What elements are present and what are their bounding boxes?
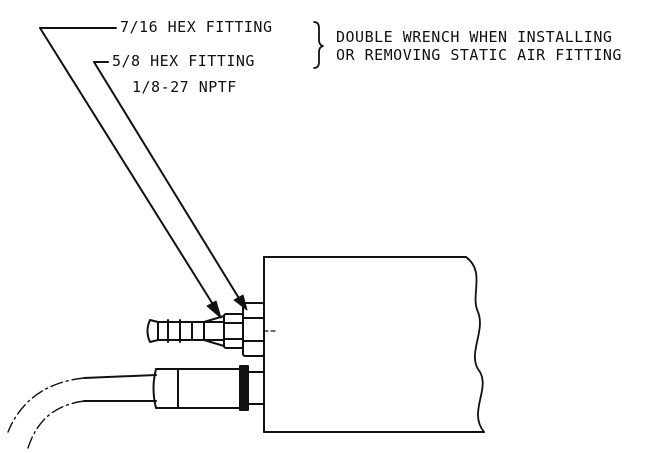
- hose-sleeve-collar: [239, 365, 249, 411]
- leader-7-16-diagonal: [39, 27, 215, 307]
- arrowhead-7-16: [206, 300, 222, 319]
- nipple-barbs: [146, 319, 205, 343]
- hose-nipple: [146, 315, 225, 347]
- nipple-cone: [203, 315, 225, 347]
- bracket: [313, 21, 324, 69]
- leader-lines: [39, 27, 241, 307]
- label-5-8-hex-fitting: 5/8 HEX FITTING: [112, 52, 255, 70]
- static-hose: [83, 365, 265, 411]
- phantom-hose-inner: [27, 400, 85, 449]
- hex-fitting-7-16: [223, 313, 244, 349]
- hose-upper-edge: [83, 374, 157, 379]
- hose-sleeve: [152, 368, 241, 409]
- label-7-16-hex-fitting: 7/16 HEX FITTING: [120, 18, 273, 36]
- phantom-hose-outer: [7, 377, 85, 433]
- hex-7-16-body: [223, 313, 244, 349]
- phantom-hose: [7, 377, 85, 449]
- label-thread-size: 1/8-27 NPTF: [132, 78, 237, 96]
- note-line-2: OR REMOVING STATIC AIR FITTING: [336, 46, 622, 64]
- housing: [263, 256, 485, 433]
- housing-break-line: [465, 256, 485, 433]
- leader-5-8-diagonal: [93, 61, 241, 301]
- hex-fitting-5-8: [242, 302, 265, 357]
- hex-5-8-body: [242, 302, 265, 357]
- note-line-1: DOUBLE WRENCH WHEN INSTALLING: [336, 28, 613, 46]
